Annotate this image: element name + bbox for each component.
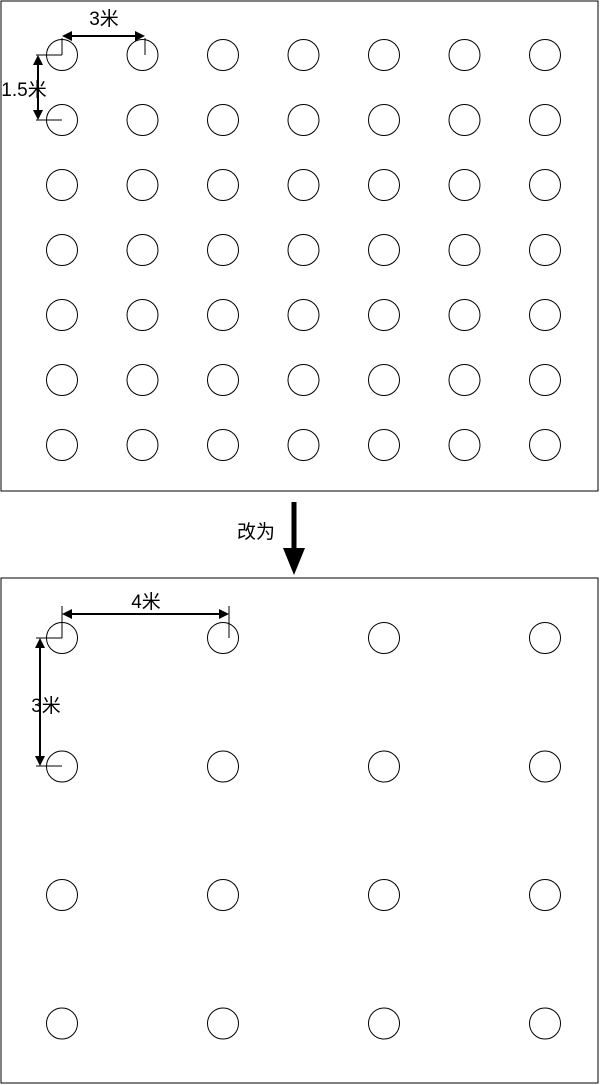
hole-marker [529, 364, 561, 396]
label-backdrop [120, 590, 172, 612]
hole-marker [448, 169, 481, 201]
arrowhead [62, 31, 72, 41]
hole-marker [207, 104, 239, 136]
hole-marker [46, 1007, 78, 1040]
hole-marker [529, 429, 561, 461]
change-arrow: 改为 [237, 502, 305, 575]
bottom-hole-grid [46, 622, 561, 1040]
hole-marker [368, 622, 400, 654]
bottom-vertical-dimension: 3米 [31, 637, 62, 767]
top-h-spacing-label: 3米 [89, 8, 119, 30]
hole-marker [46, 169, 78, 201]
hole-marker [207, 364, 239, 396]
hole-marker [368, 39, 400, 71]
hole-marker [448, 299, 481, 331]
hole-marker [126, 39, 159, 71]
hole-marker [529, 234, 561, 266]
arrowhead [33, 55, 43, 65]
hole-marker [207, 429, 239, 461]
top-hole-grid [46, 39, 561, 461]
arrowhead [62, 609, 72, 619]
hole-marker [287, 104, 320, 136]
hole-marker [287, 429, 320, 461]
hole-marker [368, 364, 400, 396]
hole-marker [529, 299, 561, 331]
hole-marker [448, 234, 481, 266]
hole-marker [126, 364, 159, 396]
hole-marker [287, 299, 320, 331]
hole-marker [368, 750, 400, 783]
arrowhead [35, 756, 45, 766]
arrowhead [35, 638, 45, 648]
arrowhead [135, 31, 145, 41]
arrow-head [283, 548, 305, 575]
hole-marker [529, 879, 561, 911]
hole-marker [126, 429, 159, 461]
hole-marker [368, 429, 400, 461]
hole-marker [287, 169, 320, 201]
hole-marker [448, 364, 481, 396]
hole-marker [207, 39, 239, 71]
hole-marker [529, 169, 561, 201]
hole-marker [207, 879, 239, 911]
hole-marker [126, 234, 159, 266]
hole-marker [529, 750, 561, 783]
hole-marker [287, 234, 320, 266]
arrowhead [219, 609, 229, 619]
hole-marker [46, 364, 78, 396]
hole-marker [207, 299, 239, 331]
hole-marker [529, 39, 561, 71]
arrowhead [33, 110, 43, 120]
hole-marker [207, 1007, 239, 1040]
hole-marker [368, 169, 400, 201]
hole-marker [46, 234, 78, 266]
hole-marker [529, 104, 561, 136]
change-label: 改为 [237, 521, 275, 543]
hole-marker [368, 1007, 400, 1040]
hole-marker [287, 364, 320, 396]
hole-marker [448, 104, 481, 136]
hole-marker [368, 879, 400, 911]
hole-marker [126, 104, 159, 136]
hole-marker [368, 234, 400, 266]
hole-marker [126, 169, 159, 201]
hole-marker [207, 234, 239, 266]
hole-marker [207, 622, 239, 654]
bottom-v-spacing-label: 3米 [31, 695, 61, 717]
hole-marker [207, 750, 239, 783]
hole-marker [529, 1007, 561, 1040]
hole-marker [529, 622, 561, 654]
hole-marker [448, 39, 481, 71]
hole-marker [287, 39, 320, 71]
hole-marker [207, 169, 239, 201]
hole-marker [46, 879, 78, 911]
hole-marker [368, 104, 400, 136]
hole-marker [46, 299, 78, 331]
bottom-h-spacing-label: 4米 [131, 591, 161, 613]
top-horizontal-dimension: 3米 [61, 8, 146, 55]
top-v-spacing-label: 1.5米 [1, 79, 46, 101]
top-vertical-dimension: 1.5米 [1, 54, 62, 121]
bottom-horizontal-dimension: 4米 [61, 590, 230, 638]
hole-marker [368, 299, 400, 331]
hole-marker [46, 429, 78, 461]
top-panel-frame [0, 0, 599, 492]
bottom-panel-frame [0, 577, 599, 1084]
hole-marker [126, 299, 159, 331]
hole-marker [448, 429, 481, 461]
